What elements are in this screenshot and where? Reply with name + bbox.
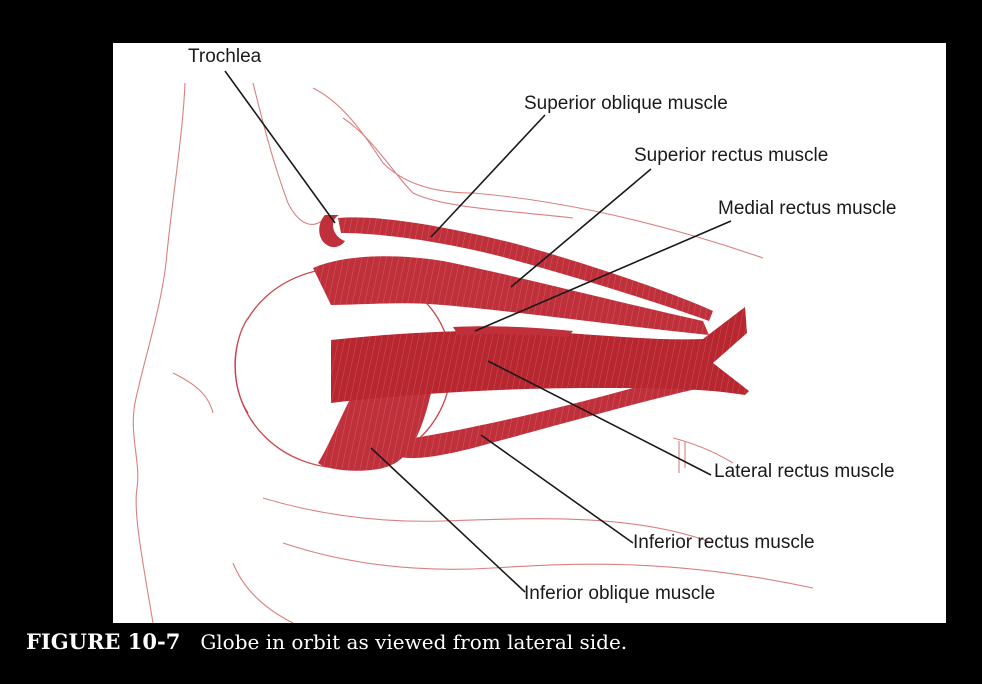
cornea: [234, 317, 249, 414]
fissure-sketch: [672, 437, 734, 464]
inferior-oblique-leader: [370, 447, 526, 593]
caption-text: Globe in orbit as viewed from lateral si…: [200, 630, 628, 654]
eye-orbit-diagram: Trochlea Superior oblique muscle Superio…: [132, 46, 896, 623]
lateral-rectus-fibers: [331, 307, 749, 403]
figure-number: FIGURE 10-7: [26, 629, 181, 654]
orbit-floor-sketch: [262, 497, 714, 544]
superior-oblique-leader: [430, 114, 546, 238]
muscles: [313, 215, 749, 471]
medial-rectus-muscle: [453, 326, 573, 337]
inferior-rectus-leader: [480, 434, 634, 544]
label-inferior-oblique: Inferior oblique muscle: [524, 583, 715, 604]
orbit-roof-sketch-2: [342, 117, 574, 219]
figure-panel: Trochlea Superior oblique muscle Superio…: [113, 43, 946, 623]
label-lateral-rectus: Lateral rectus muscle: [714, 461, 895, 482]
bone-mark-sketch: [678, 441, 686, 473]
label-medial-rectus: Medial rectus muscle: [718, 198, 896, 219]
labels: Trochlea Superior oblique muscle Superio…: [188, 46, 896, 604]
label-trochlea: Trochlea: [188, 46, 262, 67]
face-profile-sketch: [132, 82, 186, 623]
trochlea-pulley: [319, 215, 345, 248]
label-inferior-rectus: Inferior rectus muscle: [633, 532, 815, 553]
inferior-rectus-fibers: [393, 373, 715, 459]
leader-lines: [224, 70, 732, 593]
nasal-sketch: [172, 372, 214, 414]
figure-caption: FIGURE 10-7 Globe in orbit as viewed from…: [26, 626, 956, 658]
label-superior-oblique: Superior oblique muscle: [524, 93, 728, 114]
trochlea-leader: [224, 70, 336, 224]
superior-rectus-leader: [510, 168, 652, 288]
medial-rectus-leader: [474, 220, 732, 332]
superior-rectus-fibers: [313, 256, 709, 335]
orbit-roof-sketch: [312, 87, 764, 259]
lateral-rectus-leader: [487, 360, 712, 476]
cheek-sketch: [232, 562, 294, 623]
superior-oblique-fibers: [338, 217, 713, 321]
brow-sketch: [252, 82, 329, 225]
label-superior-rectus: Superior rectus muscle: [634, 145, 828, 166]
